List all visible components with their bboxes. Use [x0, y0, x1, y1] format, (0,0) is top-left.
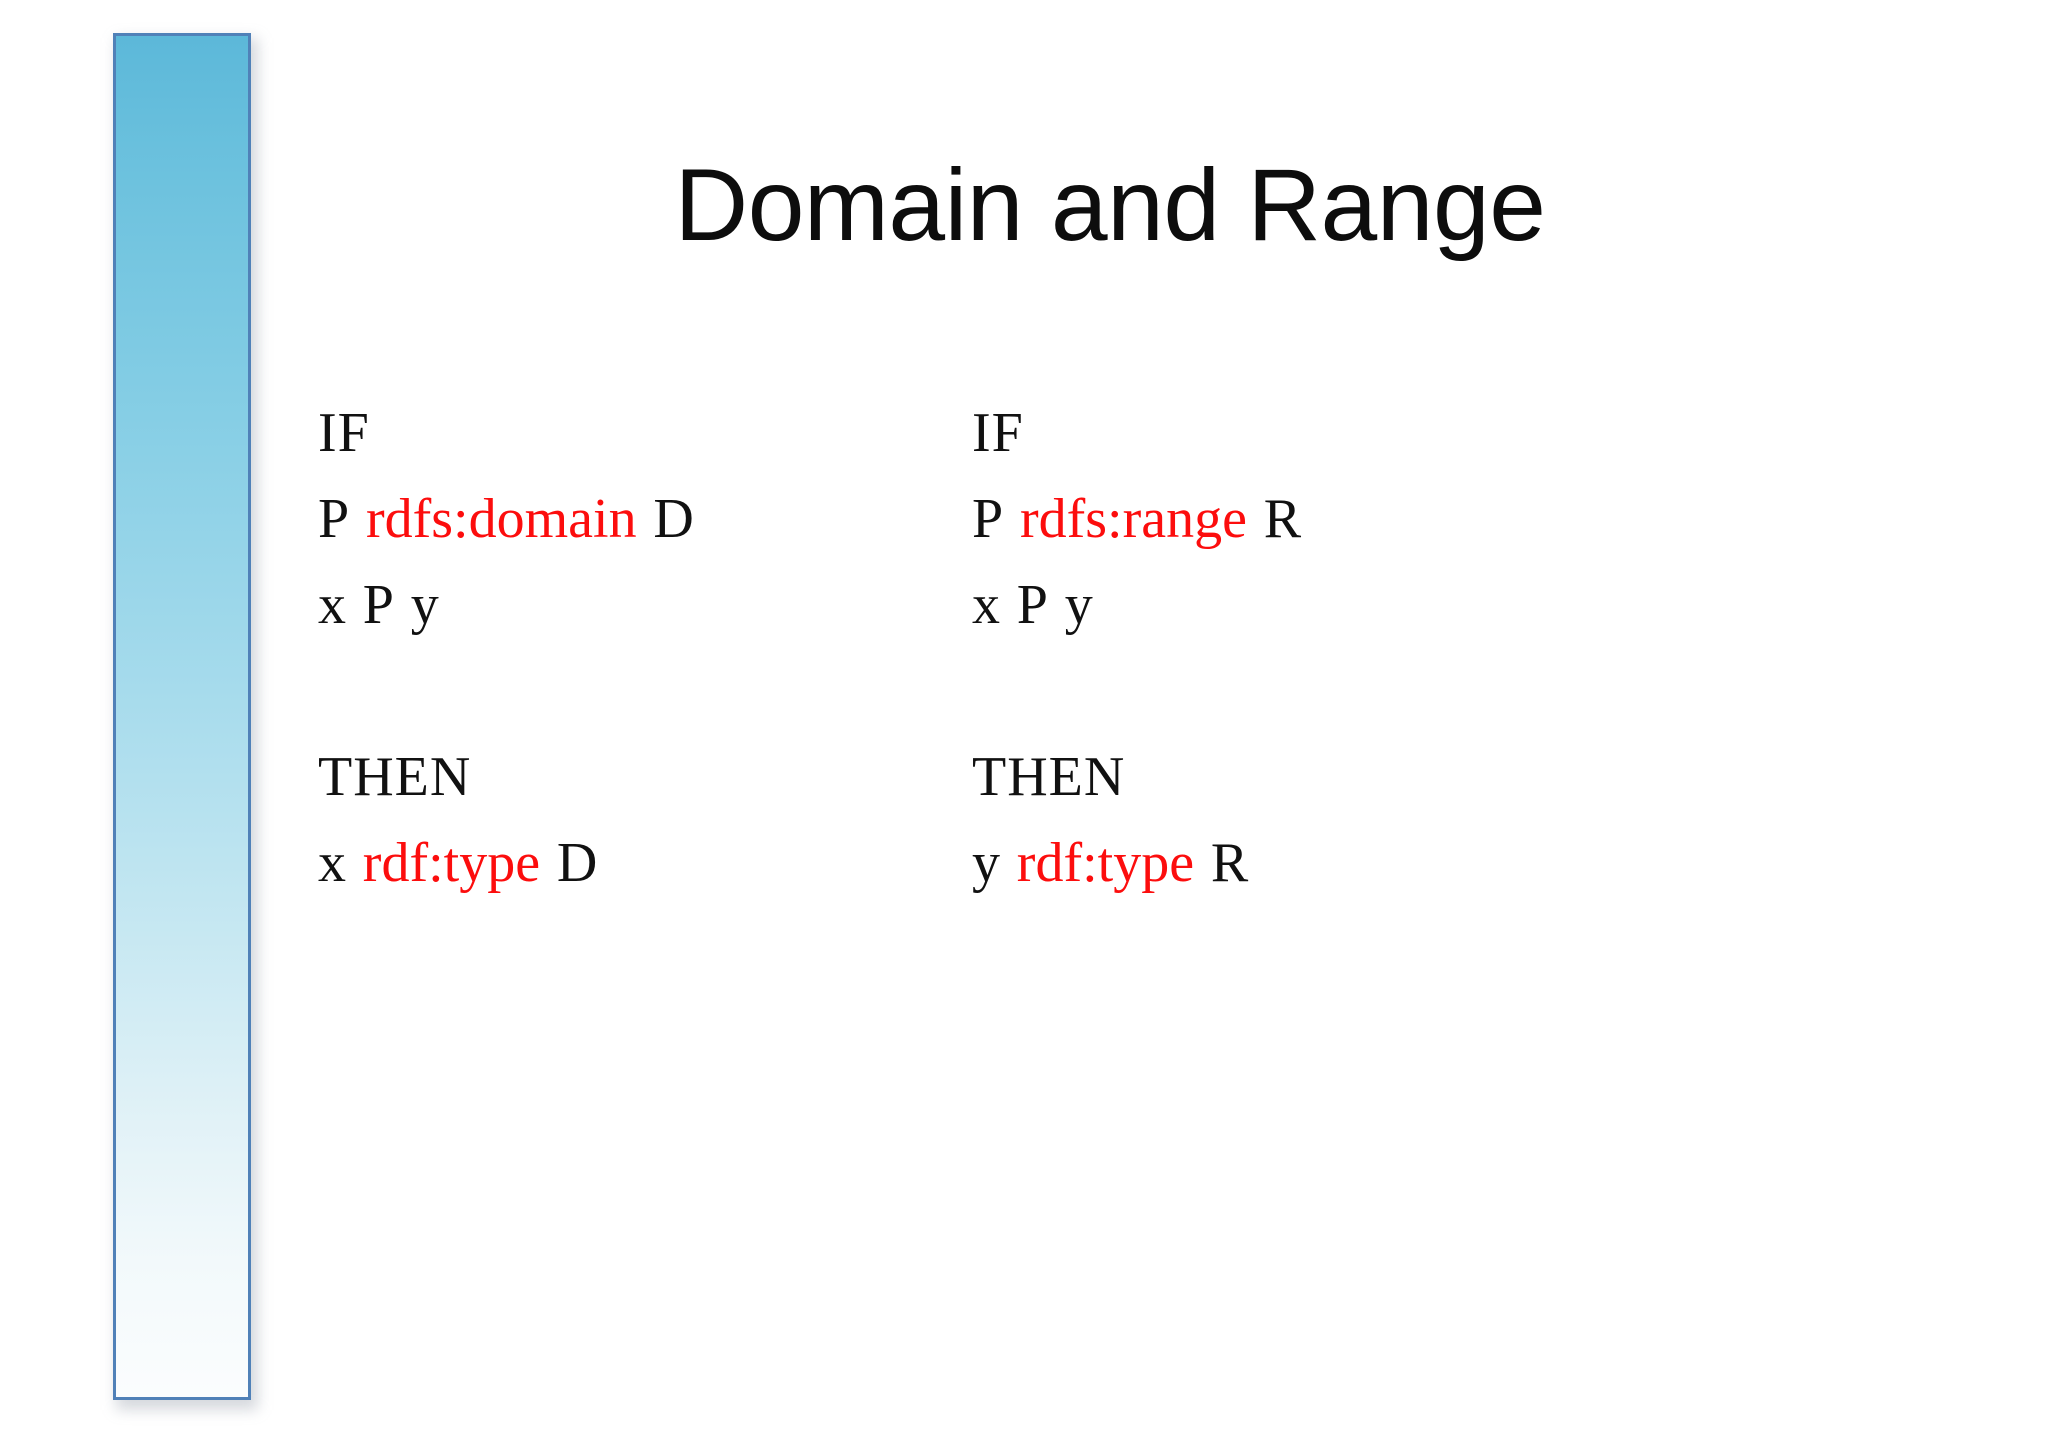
premise-predicate: rdfs:range	[1019, 488, 1247, 550]
conclusion-subject: y	[972, 832, 1000, 894]
page-title: Domain and Range	[674, 148, 1546, 262]
conclusion-predicate: rdf:type	[1016, 832, 1195, 894]
premise-subject: P	[318, 488, 350, 550]
premise-object: D	[653, 488, 694, 550]
conclusion-predicate: rdf:type	[362, 832, 541, 894]
premise-subject: x	[318, 574, 346, 636]
conclusion-object: D	[556, 832, 598, 894]
if-label-domain: IF	[318, 402, 370, 464]
if-label-range: IF	[972, 402, 1024, 464]
block-spacer	[972, 648, 1301, 734]
premise-object: R	[1263, 488, 1302, 550]
premise-object: y	[1064, 574, 1093, 636]
premise-subject: P	[972, 488, 1004, 550]
premise-predicate: P	[1016, 574, 1048, 636]
conclusion-subject: x	[318, 832, 346, 894]
block-spacer	[318, 648, 694, 734]
then-label-range: THEN	[972, 746, 1126, 808]
premise-object: y	[410, 574, 439, 636]
premise-subject: x	[972, 574, 1000, 636]
conclusion-object: R	[1210, 832, 1249, 894]
then-label-domain: THEN	[318, 746, 472, 808]
premise-predicate: P	[362, 574, 394, 636]
left-gradient-bar	[113, 33, 251, 1400]
premise-predicate: rdfs:domain	[365, 488, 637, 550]
